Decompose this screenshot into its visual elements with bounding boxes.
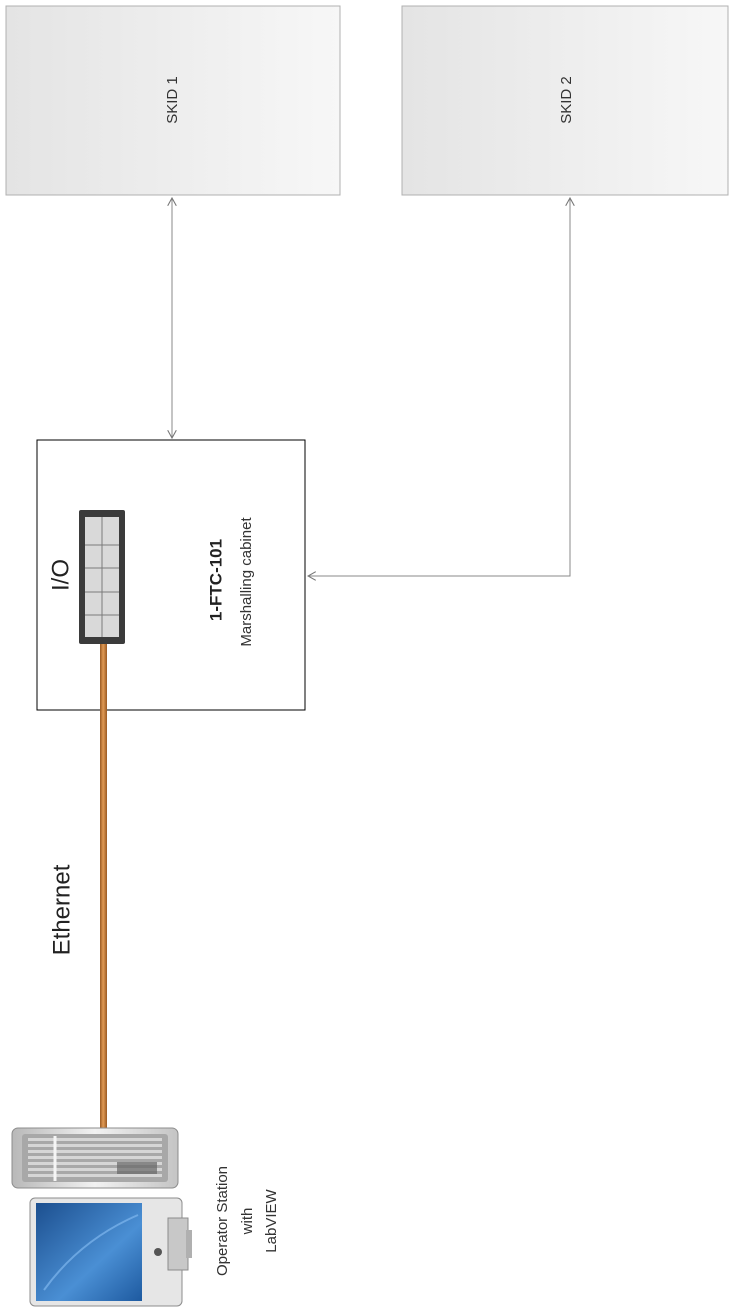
io-label: I/O [47,559,74,591]
skid-2-label: SKID 2 [558,76,575,124]
skid-2-connector[interactable] [308,198,570,576]
cabinet-name: Marshalling cabinet [238,517,255,647]
station-label-line2: with [239,1208,256,1236]
io-module-icon [79,510,125,644]
ethernet-label: Ethernet [48,864,75,955]
marshalling-cabinet[interactable]: I/O 1-FTC-101 Marshalling cabinet [37,440,305,710]
skid-2-box[interactable]: SKID 2 [402,6,728,195]
ethernet-cable[interactable] [100,644,107,1128]
skid-1-box[interactable]: SKID 1 [6,6,340,195]
station-label-line1: Operator Station [214,1166,231,1276]
operator-station-icon[interactable] [12,1128,192,1306]
cabinet-tag: 1-FTC-101 [206,539,225,621]
station-label-line3: LabVIEW [263,1188,280,1252]
skid-1-label: SKID 1 [164,76,181,124]
